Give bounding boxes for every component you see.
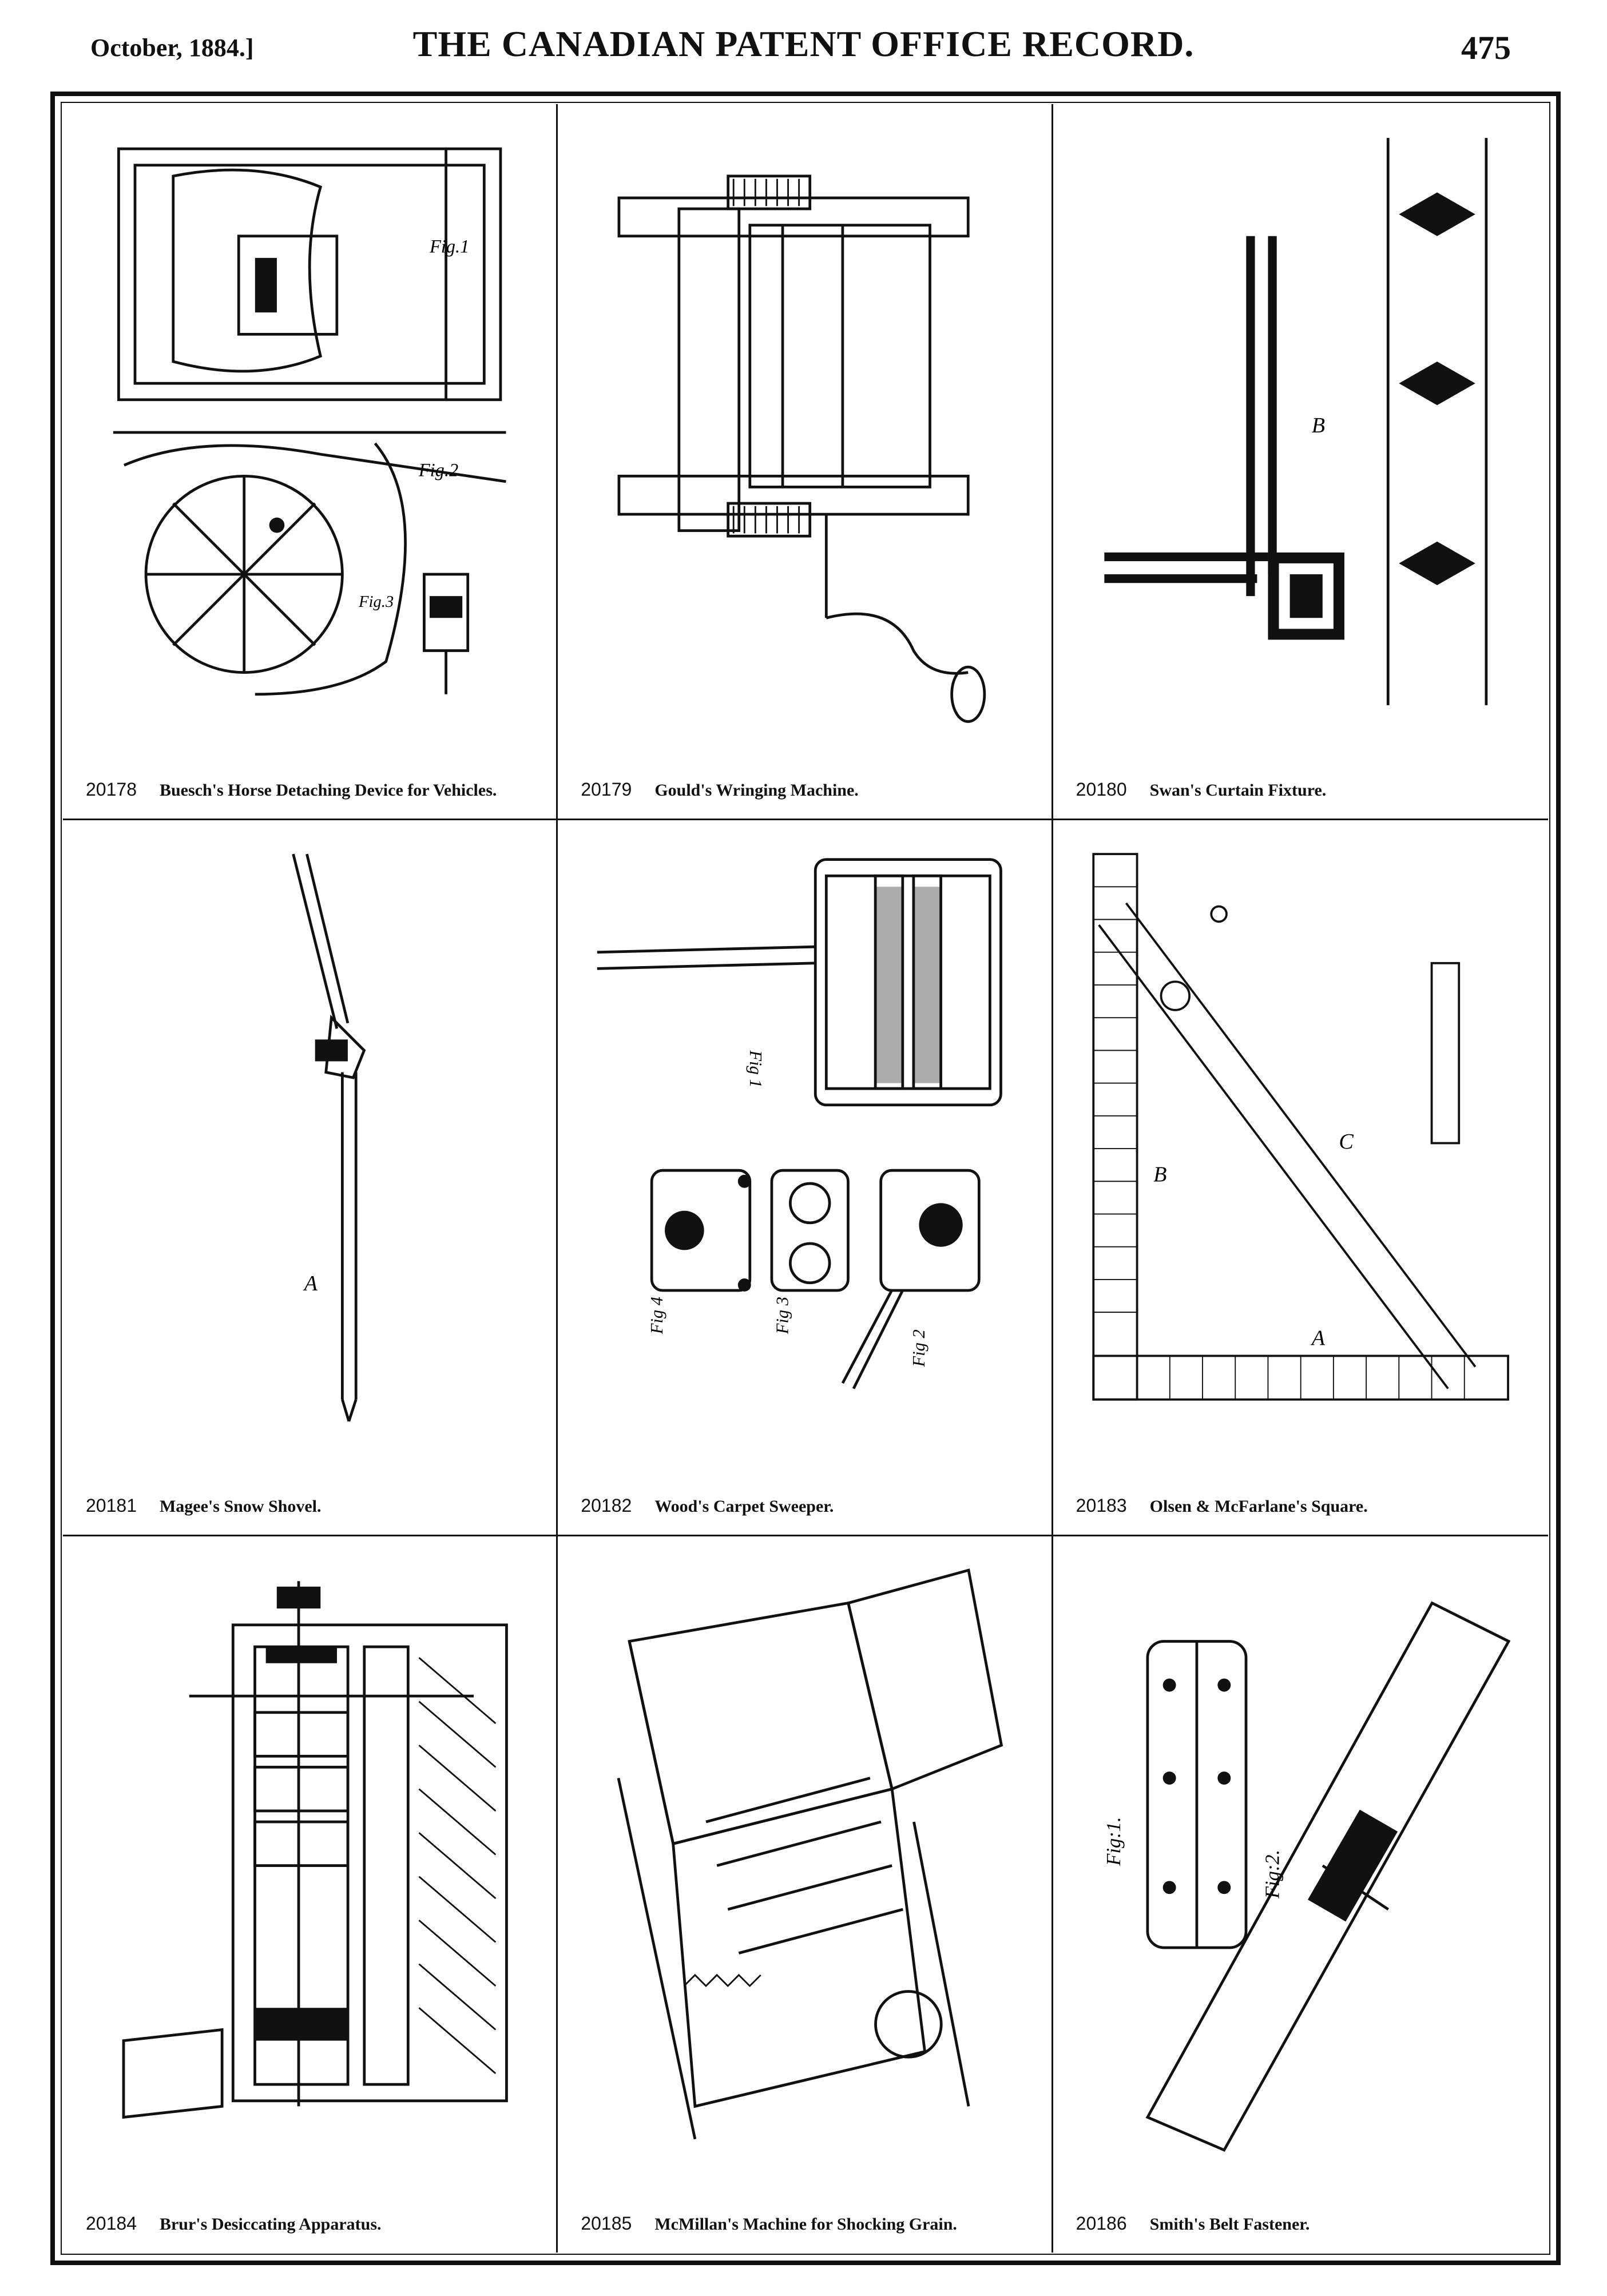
horse-detaching-device-drawing: Fig.1 Fig.2 Fig.3 bbox=[113, 147, 506, 696]
patent-number: 20185 bbox=[581, 2213, 632, 2234]
patent-caption: 20183 Olsen & McFarlane's Square. bbox=[1076, 1495, 1531, 1518]
svg-text:Fig.3: Fig.3 bbox=[358, 593, 394, 611]
patent-number: 20186 bbox=[1076, 2213, 1127, 2234]
patent-number: 20184 bbox=[86, 2213, 137, 2234]
patent-number: 20181 bbox=[86, 1495, 137, 1516]
svg-text:A: A bbox=[1310, 1326, 1325, 1350]
svg-text:Fig 4: Fig 4 bbox=[648, 1297, 667, 1334]
svg-text:Fig 3: Fig 3 bbox=[773, 1297, 792, 1334]
patent-title: McMillan's Machine for Shocking Grain. bbox=[654, 2215, 957, 2234]
patent-number: 20178 bbox=[86, 779, 137, 800]
svg-text:Fig:1.: Fig:1. bbox=[1103, 1817, 1125, 1866]
patent-title: Gould's Wringing Machine. bbox=[654, 781, 859, 800]
patent-title: Swan's Curtain Fixture. bbox=[1149, 781, 1327, 800]
patent-caption: 20185 McMillan's Machine for Shocking Gra… bbox=[581, 2212, 1034, 2235]
curtain-fixture-drawing: B bbox=[1104, 138, 1487, 705]
desiccating-apparatus-drawing bbox=[122, 1581, 508, 2119]
patent-cell-20183: C B A 20183 Olsen & McFarlane's Square. bbox=[1053, 820, 1548, 1536]
plate-inner-border bbox=[61, 102, 1550, 2255]
snow-shovel-drawing: A bbox=[292, 853, 366, 1422]
patent-title: Wood's Carpet Sweeper. bbox=[654, 1497, 834, 1516]
svg-text:Fig.1: Fig.1 bbox=[429, 236, 469, 257]
patent-grid: Fig.1 Fig.2 Fig.3 20178 Buesch's Horse De… bbox=[63, 104, 1548, 2253]
patent-title: Brur's Desiccating Apparatus. bbox=[159, 2215, 382, 2234]
svg-text:A: A bbox=[303, 1272, 318, 1296]
svg-text:Fig 1: Fig 1 bbox=[746, 1050, 765, 1087]
patent-title: Smith's Belt Fastener. bbox=[1149, 2215, 1310, 2234]
svg-text:C: C bbox=[1339, 1130, 1354, 1154]
wringing-machine-drawing bbox=[617, 174, 986, 723]
patent-title: Buesch's Horse Detaching Device for Vehi… bbox=[159, 781, 497, 800]
belt-fastener-drawing: Fig:1. Fig:2. bbox=[1103, 1601, 1511, 2152]
patent-caption: 20179 Gould's Wringing Machine. bbox=[581, 778, 1034, 801]
patent-number: 20183 bbox=[1076, 1495, 1127, 1516]
patent-cell-20184: 20184 Brur's Desiccating Apparatus. bbox=[63, 1536, 558, 2253]
issue-date: October, 1884.] bbox=[90, 34, 254, 62]
patent-cell-20186: Fig:1. Fig:2. 20186 Smith's Belt Fastener… bbox=[1053, 1536, 1548, 2253]
patent-number: 20180 bbox=[1076, 779, 1127, 800]
svg-text:B: B bbox=[1311, 414, 1324, 438]
patent-title: Magee's Snow Shovel. bbox=[159, 1497, 322, 1516]
patent-cell-20182: Fig 1 Fig 4 Fig 3 Fig 2 20182 Wood's Carp… bbox=[558, 820, 1053, 1536]
patent-caption: 20184 Brur's Desiccating Apparatus. bbox=[86, 2212, 539, 2235]
plate-frame: Fig.1 Fig.2 Fig.3 20178 Buesch's Horse De… bbox=[50, 92, 1561, 2265]
patent-cell-20178: Fig.1 Fig.2 Fig.3 20178 Buesch's Horse De… bbox=[63, 104, 558, 820]
grain-shocking-machine-drawing bbox=[617, 1568, 1003, 2140]
carpenter-square-drawing: C B A bbox=[1092, 853, 1509, 1401]
patent-cell-20181: A 20181 Magee's Snow Shovel. bbox=[63, 820, 558, 1536]
patent-caption: 20181 Magee's Snow Shovel. bbox=[86, 1495, 539, 1518]
svg-text:B: B bbox=[1153, 1162, 1166, 1186]
page-header: October, 1884.] THE CANADIAN PATENT OFFI… bbox=[0, 23, 1607, 74]
patent-cell-20185: 20185 McMillan's Machine for Shocking Gra… bbox=[558, 1536, 1053, 2253]
patent-caption: 20186 Smith's Belt Fastener. bbox=[1076, 2212, 1531, 2235]
patent-caption: 20178 Buesch's Horse Detaching Device for… bbox=[86, 778, 539, 801]
page-number: 475 bbox=[1461, 29, 1511, 66]
patent-number: 20179 bbox=[581, 779, 632, 800]
carpet-sweeper-drawing: Fig 1 Fig 4 Fig 3 Fig 2 bbox=[597, 858, 1003, 1389]
journal-title: THE CANADIAN PATENT OFFICE RECORD. bbox=[412, 23, 1195, 64]
patent-cell-20180: B 20180 Swan's Curtain Fixture. bbox=[1053, 104, 1548, 820]
svg-text:Fig:2.: Fig:2. bbox=[1261, 1850, 1283, 1899]
patent-caption: 20182 Wood's Carpet Sweeper. bbox=[581, 1495, 1034, 1518]
svg-text:Fig 2: Fig 2 bbox=[909, 1329, 929, 1367]
patent-number: 20182 bbox=[581, 1495, 632, 1516]
patent-cell-20179: 20179 Gould's Wringing Machine. bbox=[558, 104, 1053, 820]
patent-caption: 20180 Swan's Curtain Fixture. bbox=[1076, 778, 1531, 801]
svg-text:Fig.2: Fig.2 bbox=[418, 460, 458, 480]
patent-title: Olsen & McFarlane's Square. bbox=[1149, 1497, 1368, 1516]
